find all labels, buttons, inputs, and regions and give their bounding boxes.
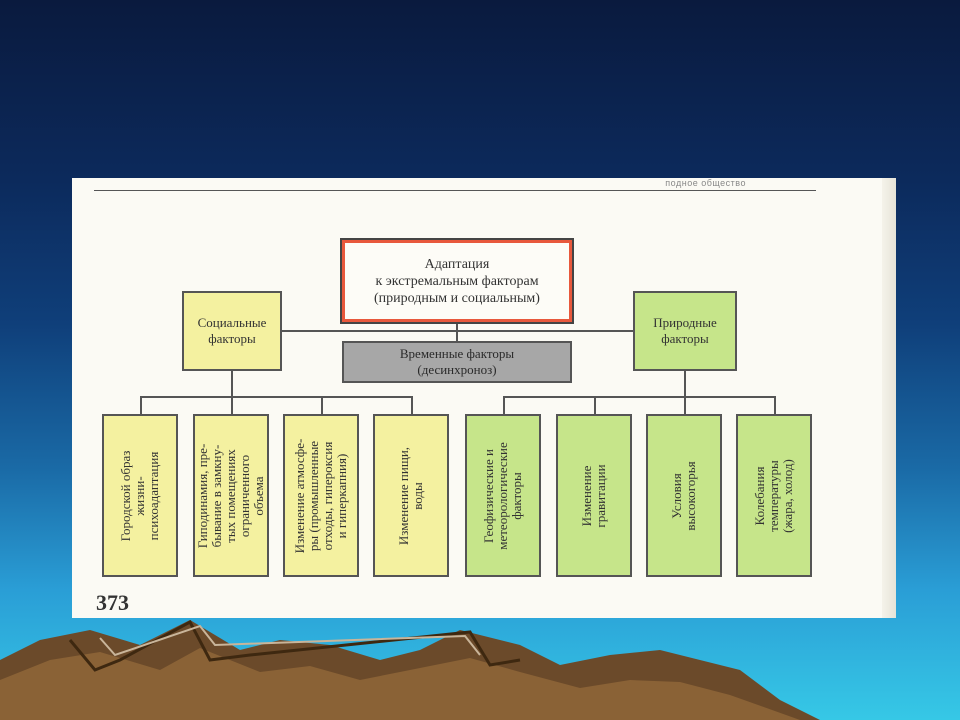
social-leaf-food-water: Изменение пищи, воды xyxy=(373,414,449,577)
natural-factors-label: Природные факторы xyxy=(653,315,717,346)
nature-leaf-geophysical-label: Геофизические и метеорологические фактор… xyxy=(481,441,524,550)
main-box-line-3: (природным и социальным) xyxy=(374,290,540,306)
main-box-line-1: Адаптация xyxy=(424,256,490,272)
time-factors-box: Временные факторы (десинхроноз) xyxy=(342,341,572,383)
connector-nature-down xyxy=(684,371,686,396)
page-edge xyxy=(882,178,896,618)
nature-leaf-gravity: Изменение гравитации xyxy=(556,414,632,577)
social-leaf-urban-life-label: Городской образ жизни- психоадаптация xyxy=(118,450,161,541)
connector-nature-leaf-2 xyxy=(594,396,596,414)
mountain-range-front xyxy=(0,648,800,720)
mountain-snow-streaks xyxy=(99,624,481,657)
page-number: 373 xyxy=(96,590,129,615)
time-factors-line-2: (десинхроноз) xyxy=(417,362,497,377)
connector-social-leaf-2 xyxy=(231,396,233,414)
connector-social-branch xyxy=(140,396,413,398)
time-factors-line-1: Временные факторы xyxy=(399,346,515,361)
mountains-decoration xyxy=(0,619,820,720)
social-leaf-hypodynamia: Гиподинамия, пре- бывание в замкну- тых … xyxy=(193,414,269,577)
connector-social-leaf-3 xyxy=(321,396,323,414)
header-rule xyxy=(94,190,816,191)
adaptation-main-box: Адаптация к экстремальным факторам (прир… xyxy=(340,238,574,324)
connector-factors-horizontal xyxy=(282,330,633,332)
natural-factors-box: Природные факторы xyxy=(633,291,737,371)
nature-leaf-gravity-label: Изменение гравитации xyxy=(579,463,608,528)
connector-social-leaf-1 xyxy=(140,396,142,414)
nature-leaf-temperature: Колебания температуры (жара, холод) xyxy=(736,414,812,577)
connector-nature-leaf-1 xyxy=(503,396,505,414)
social-factors-label: Социальные факторы xyxy=(197,315,267,346)
connector-nature-branch xyxy=(503,396,776,398)
nature-leaf-highlands: Условия высокогорья xyxy=(646,414,722,577)
connector-nature-leaf-4 xyxy=(774,396,776,414)
main-box-line-2: к экстремальным факторам xyxy=(375,273,539,289)
mountain-ridge-lines xyxy=(68,619,521,672)
social-factors-box: Социальные факторы xyxy=(182,291,282,371)
page-header-text: подное общество xyxy=(665,178,746,188)
social-leaf-urban-life: Городской образ жизни- психоадаптация xyxy=(102,414,178,577)
textbook-page: подное общество Адаптация к экстремальны… xyxy=(72,178,896,618)
connector-social-down xyxy=(231,371,233,396)
social-leaf-hypodynamia-label: Гиподинамия, пре- бывание в замкну- тых … xyxy=(195,443,266,548)
nature-leaf-geophysical: Геофизические и метеорологические фактор… xyxy=(465,414,541,577)
connector-nature-leaf-3 xyxy=(684,396,686,414)
nature-leaf-highlands-label: Условия высокогорья xyxy=(669,460,698,531)
social-leaf-food-water-label: Изменение пищи, воды xyxy=(396,446,425,545)
social-leaf-atmosphere: Изменение атмосфе- ры (промышленные отхо… xyxy=(283,414,359,577)
connector-social-leaf-4 xyxy=(411,396,413,414)
nature-leaf-temperature-label: Колебания температуры (жара, холод) xyxy=(752,458,795,533)
social-leaf-atmosphere-label: Изменение атмосфе- ры (промышленные отхо… xyxy=(292,438,349,553)
